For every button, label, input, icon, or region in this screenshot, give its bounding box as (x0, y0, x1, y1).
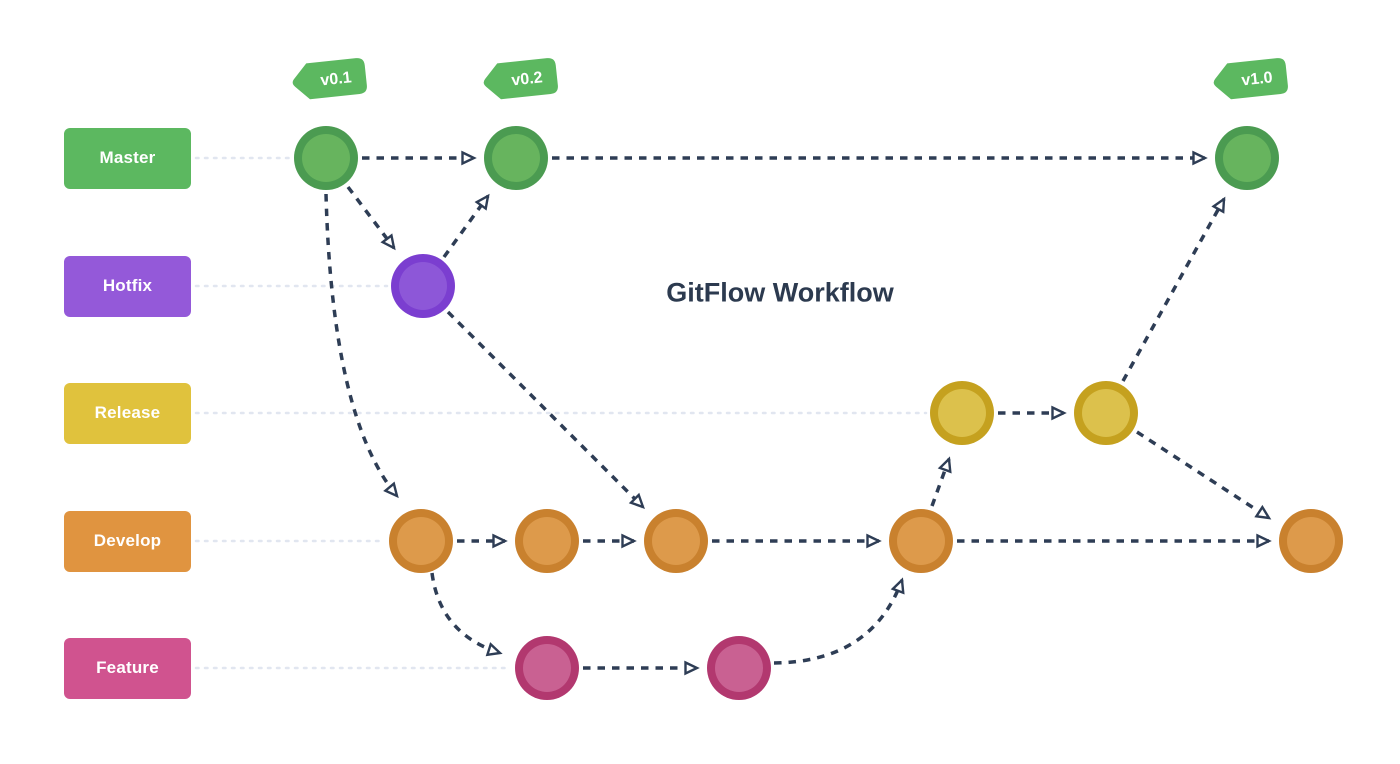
edge-develop-commit-1-to-feature-commit-1 (430, 572, 503, 657)
commit-edges-layer (324, 150, 1272, 676)
commit-node-core (399, 262, 447, 310)
commit-node-master-commit-2 (484, 126, 548, 190)
branch-label-text: Hotfix (102, 276, 153, 295)
commit-nodes-layer (294, 126, 1343, 700)
diagram-title: GitFlow Workflow (666, 277, 894, 308)
edge-master-commit-1-to-develop-commit-1 (324, 193, 399, 499)
row-guides-layer (194, 156, 928, 670)
edge-develop-commit-4-to-release-commit-1 (930, 456, 952, 507)
branch-label-develop: Develop (64, 510, 191, 572)
commit-node-master-commit-1 (294, 126, 358, 190)
commit-node-core (1287, 517, 1335, 565)
edge-hotfix-commit-1-to-master-commit-2 (442, 193, 490, 259)
commit-node-core (897, 517, 945, 565)
branch-label-hotfix: Hotfix (64, 255, 191, 317)
tag-label-text: v0.2 (511, 69, 544, 89)
commit-node-core (492, 134, 540, 182)
commit-node-core (1223, 134, 1271, 182)
edge-hotfix-commit-1-to-develop-commit-3 (446, 310, 645, 509)
commit-node-core (652, 517, 700, 565)
tag-label-text: v0.1 (320, 69, 353, 89)
commit-node-master-commit-3 (1215, 126, 1279, 190)
version-tag-v0.1: v0.1 (288, 55, 372, 103)
branch-label-text: Develop (93, 531, 162, 550)
edge-release-commit-2-to-master-commit-3 (1121, 196, 1226, 382)
commit-node-develop-commit-2 (515, 509, 579, 573)
commit-node-core (938, 389, 986, 437)
tag-label-text: v1.0 (1241, 69, 1274, 89)
tag-shape (483, 58, 558, 100)
branch-label-feature: Feature (64, 637, 191, 699)
commit-node-core (715, 644, 763, 692)
commit-node-core (523, 517, 571, 565)
branch-label-text: Feature (96, 658, 159, 677)
branch-label-text: Master (99, 148, 156, 167)
version-tag-v0.2: v0.2 (479, 55, 563, 103)
commit-node-core (1082, 389, 1130, 437)
tag-shape-icon: v1.0 (1213, 58, 1288, 100)
tag-shape-icon: v0.1 (292, 58, 367, 100)
branch-label-text: Release (94, 403, 161, 422)
edge-release-commit-2-to-develop-commit-5 (1136, 430, 1272, 520)
commit-node-core (523, 644, 571, 692)
commit-node-develop-commit-4 (889, 509, 953, 573)
commit-node-feature-commit-2 (707, 636, 771, 700)
version-tag-v1.0: v1.0 (1209, 55, 1293, 103)
tag-shape (292, 58, 367, 100)
commit-node-develop-commit-5 (1279, 509, 1343, 573)
tag-shape-icon: v0.2 (483, 58, 558, 100)
commit-node-core (397, 517, 445, 565)
commit-node-release-commit-1 (930, 381, 994, 445)
commit-node-hotfix-commit-1 (391, 254, 455, 318)
branch-label-master: Master (64, 127, 191, 189)
commit-node-develop-commit-1 (389, 509, 453, 573)
edge-feature-commit-2-to-develop-commit-4 (773, 577, 905, 665)
commit-node-core (302, 134, 350, 182)
branch-label-release: Release (64, 382, 191, 444)
commit-node-develop-commit-3 (644, 509, 708, 573)
commit-node-feature-commit-1 (515, 636, 579, 700)
commit-node-release-commit-2 (1074, 381, 1138, 445)
tag-shape (1213, 58, 1288, 100)
edge-master-commit-1-to-hotfix-commit-1 (346, 185, 396, 251)
